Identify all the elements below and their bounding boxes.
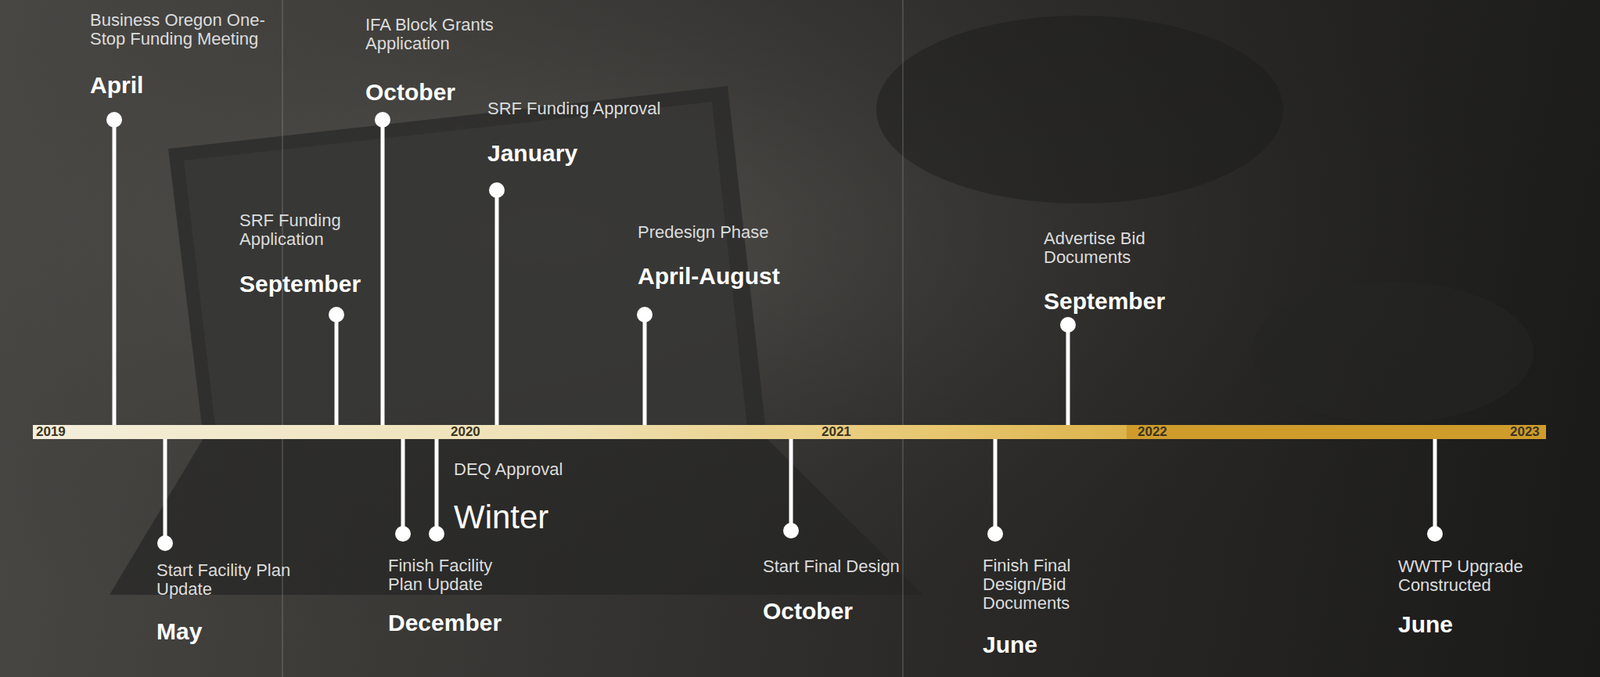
pin-dot <box>783 522 799 539</box>
event-label: SRF Funding Approval <box>487 99 738 119</box>
pin-dot <box>488 182 505 198</box>
timeline-bar <box>32 424 1547 439</box>
pin-line <box>495 190 500 425</box>
event-label: Finish Final Design/Bid Documents <box>982 556 1093 612</box>
pin-dot <box>428 525 445 542</box>
pin-dot <box>374 111 391 128</box>
year-label: 2020 <box>450 424 481 439</box>
pin-dot <box>328 306 345 323</box>
event-label: Predesign Phase <box>637 222 842 242</box>
event-label: DEQ Approval <box>453 460 658 479</box>
event-date: May <box>156 618 202 644</box>
mug-shadow <box>1251 281 1534 423</box>
event-label: WWTP Upgrade Constructed <box>1398 557 1555 595</box>
year-label: 2021 <box>821 424 852 439</box>
event-label: Start Facility Plan Update <box>156 560 337 599</box>
event-date: October <box>762 598 853 624</box>
year-label: 2022 <box>1137 424 1168 439</box>
year-label: 2023 <box>1510 424 1540 439</box>
pin-dot <box>1427 525 1443 542</box>
event-date: June <box>982 632 1038 658</box>
timeline-bar-end <box>1126 424 1547 439</box>
pin-dot <box>987 525 1004 542</box>
event-label: Business Oregon One-Stop Funding Meeting <box>89 10 286 49</box>
pin-line <box>789 438 794 531</box>
pin-dot <box>1060 316 1076 333</box>
event-date: June <box>1398 611 1453 637</box>
pin-line <box>643 314 648 425</box>
event-date: September <box>1043 288 1165 314</box>
event-date: September <box>239 271 361 297</box>
pin-line <box>1066 324 1071 425</box>
event-label: Advertise Bid Documents <box>1043 229 1181 267</box>
pin-line <box>163 438 168 543</box>
event-date: Winter <box>453 499 549 535</box>
panel-fold <box>902 0 904 677</box>
pin-line <box>993 438 998 534</box>
plant-shadow <box>876 15 1284 204</box>
pin-dot <box>395 525 411 542</box>
laptop-screen <box>168 86 767 439</box>
pin-line <box>334 314 339 425</box>
pin-line <box>435 438 439 534</box>
event-date: April-August <box>637 263 781 289</box>
pin-dot <box>106 111 123 128</box>
event-date: April <box>89 72 144 98</box>
event-label: SRF Funding Application <box>239 211 357 249</box>
event-date: October <box>365 79 456 105</box>
pin-line <box>401 438 406 534</box>
pin-dot <box>157 535 173 551</box>
pin-dot <box>636 306 653 323</box>
event-label: IFA Block Grants Application <box>365 15 522 54</box>
pin-line <box>112 119 117 425</box>
event-label: Start Final Design <box>762 557 990 576</box>
pin-line <box>1433 438 1438 534</box>
event-date: December <box>388 610 502 636</box>
event-label: Finish Facility Plan Update <box>388 556 525 594</box>
pin-line <box>381 119 385 425</box>
event-date: January <box>487 140 578 166</box>
year-label: 2019 <box>35 424 66 439</box>
